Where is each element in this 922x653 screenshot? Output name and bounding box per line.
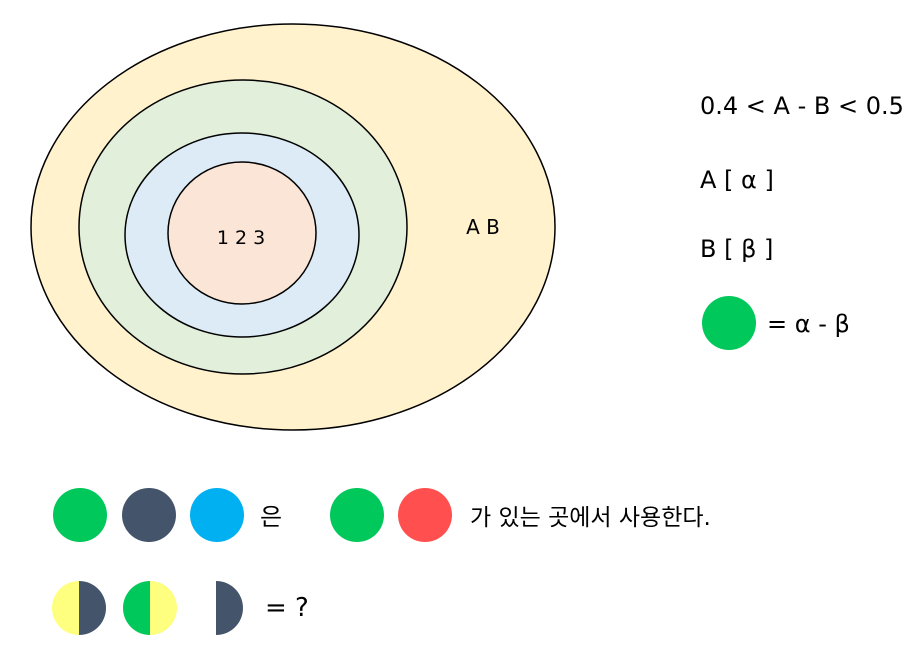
outer-label: A B: [466, 215, 500, 239]
row2-half-navy-solo: [216, 581, 243, 635]
row1-circle-blue: [190, 488, 244, 542]
legend-marker-circle: [702, 296, 756, 350]
row2-half-navy-right: [79, 581, 106, 635]
row1-circle-green-2: [330, 488, 384, 542]
row1-circle-navy: [122, 488, 176, 542]
legend-b-beta: B [ β ]: [700, 235, 773, 263]
row1-circle-green: [53, 488, 107, 542]
row2-half-green-left: [123, 581, 150, 635]
row1-circle-red: [398, 488, 452, 542]
row2-half-yellow-right: [150, 581, 177, 635]
inner-ellipse: [167, 161, 317, 305]
legend-difference: = α - β: [767, 310, 850, 338]
row1-sentence-end: 가 있는 곳에서 사용한다.: [470, 505, 711, 531]
center-label: 1 2 3: [217, 227, 265, 249]
row2-equals-question: = ?: [265, 593, 309, 623]
row2-half-yellow-left: [52, 581, 79, 635]
legend-inequality: 0.4 < A - B < 0.5: [700, 92, 904, 120]
row1-particle: 은: [260, 503, 282, 531]
legend-a-alpha: A [ α ]: [700, 166, 774, 194]
